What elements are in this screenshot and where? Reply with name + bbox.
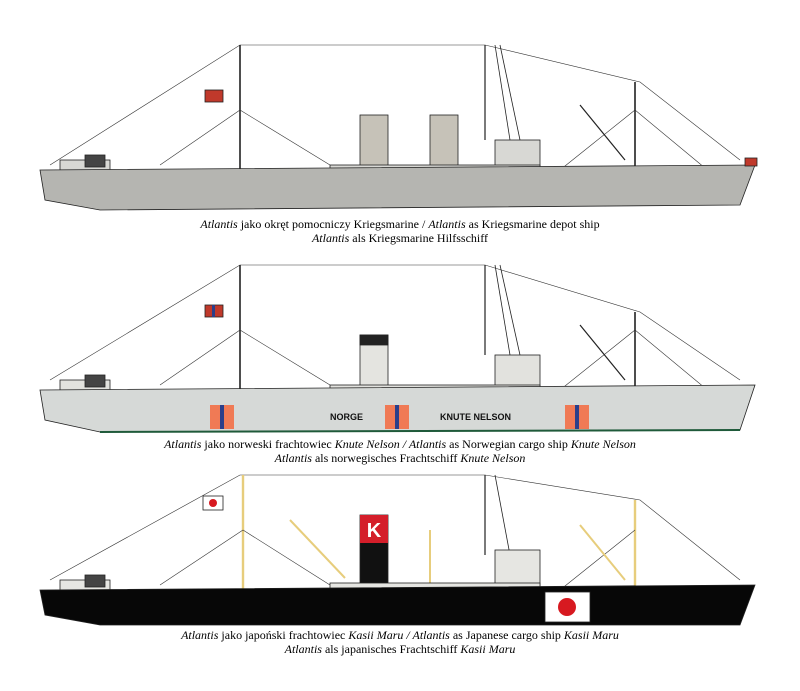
hull-japan-flag-panel bbox=[544, 591, 591, 623]
hull-flag-panel bbox=[210, 405, 589, 429]
caption-ship3-line2: Atlantis als japanisches Frachtschiff Ka… bbox=[284, 642, 516, 656]
caption-ship3-line1: Atlantis jako japoński frachtowiec Kasii… bbox=[181, 628, 619, 642]
caption-ship2-line1: Atlantis jako norweski frachtowiec Knute… bbox=[164, 437, 636, 451]
caption-ship2-line2: Atlantis als norwegisches Frachtschiff K… bbox=[274, 451, 526, 465]
hull-name-knute-nelson: KNUTE NELSON bbox=[440, 412, 511, 422]
funnel-k-letter: K bbox=[367, 520, 382, 542]
caption-ship1-line2: Atlantis als Kriegsmarine Hilfsschiff bbox=[311, 231, 489, 245]
caption-ship2: Atlantis jako norweski frachtowiec Knute… bbox=[0, 437, 800, 465]
caption-ship3: Atlantis jako japoński frachtowiec Kasii… bbox=[0, 628, 800, 656]
ship-profile-japanese: K bbox=[39, 474, 756, 626]
hull-name-norge: NORGE bbox=[330, 412, 363, 422]
japan-flag-icon bbox=[202, 495, 224, 511]
ship-profile-kriegsmarine bbox=[39, 44, 758, 211]
ship-profile-norwegian: NORGE KNUTE NELSON bbox=[39, 264, 756, 433]
caption-ship1-line1: Atlantis jako okręt pomocniczy Kriegsmar… bbox=[200, 217, 600, 231]
caption-ship1: Atlantis jako okręt pomocniczy Kriegsmar… bbox=[0, 217, 800, 245]
